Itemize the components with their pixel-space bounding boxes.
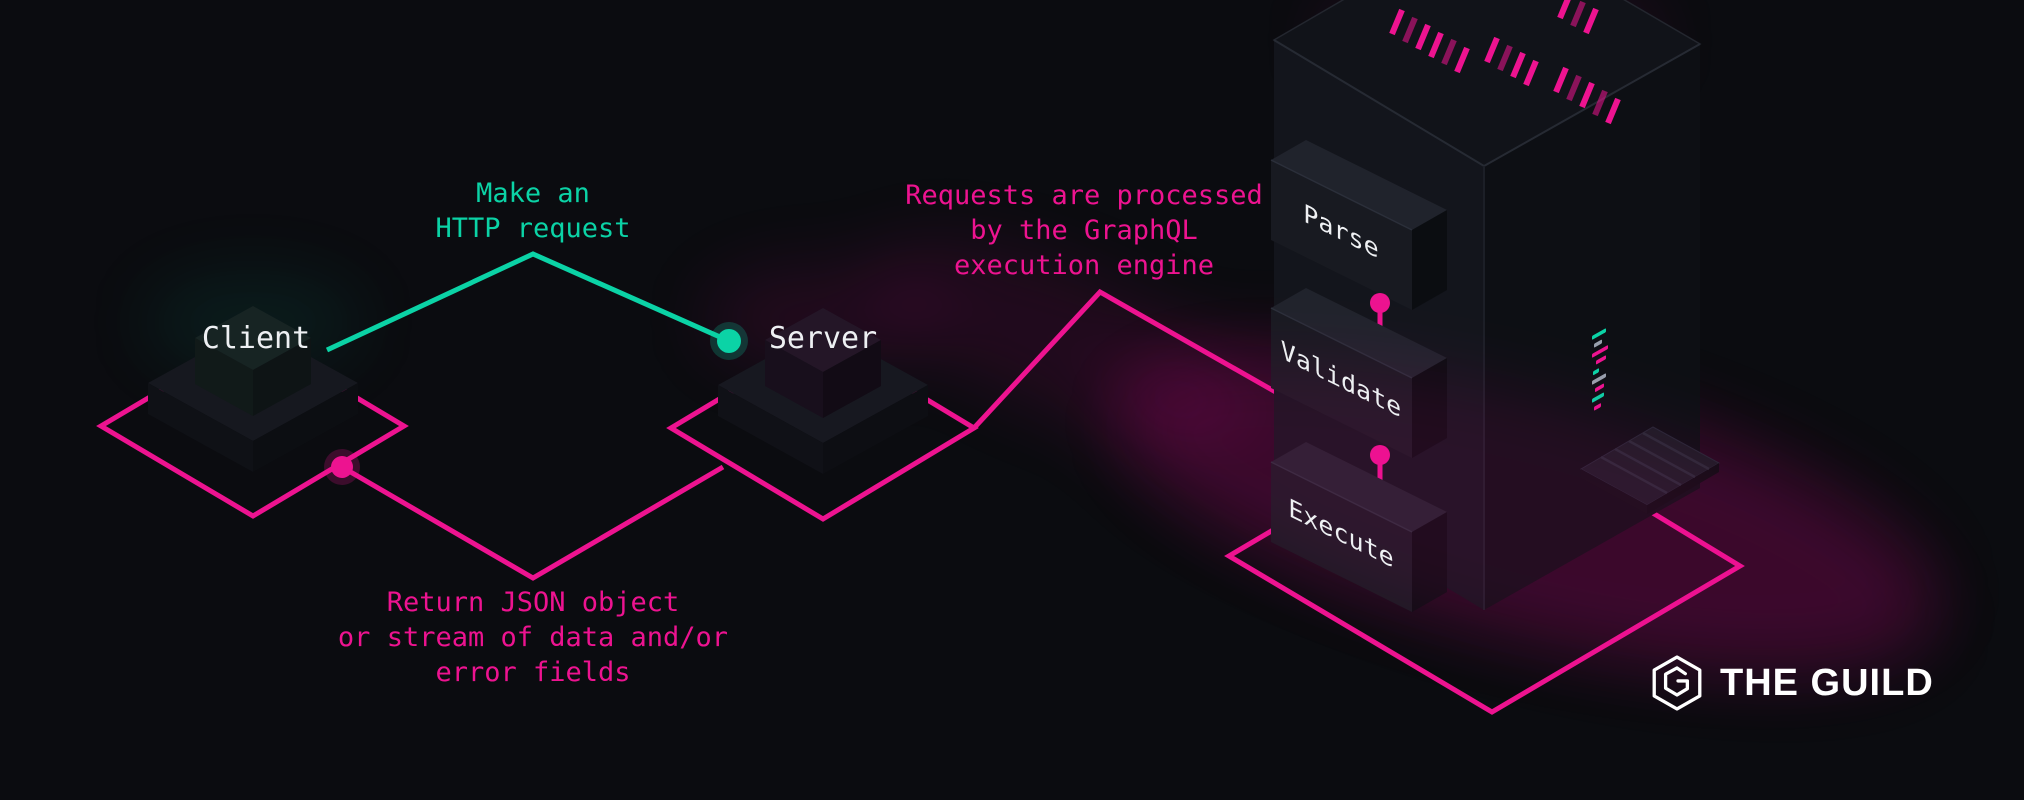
- server-platform: [718, 308, 928, 474]
- client-label: Client: [201, 321, 311, 356]
- barcode-lights: [1389, 0, 1621, 125]
- response-line: [340, 464, 725, 581]
- guild-logo-text: THE GUILD: [1720, 661, 1934, 704]
- client-cube-right: [253, 338, 311, 416]
- step-dot-1: [1370, 293, 1390, 313]
- request-line: [325, 251, 731, 353]
- engine-step-box-parse: [1270, 140, 1447, 310]
- guild-logo: THE GUILD: [1648, 654, 1934, 712]
- server-label: Server: [768, 321, 878, 356]
- client-platform: [148, 306, 358, 472]
- client-slab-right: [253, 383, 358, 472]
- guild-logo-icon: [1652, 655, 1702, 711]
- response-annotation: Return JSON object or stream of data and…: [337, 587, 729, 688]
- server-cube-left: [765, 340, 823, 418]
- server-slab-right: [823, 385, 928, 474]
- response-dot: [331, 456, 353, 478]
- foreground-glow: [1123, 361, 1937, 679]
- code-strip-decoration: [1592, 328, 1608, 411]
- server-cube-right: [823, 340, 881, 418]
- client-cube-left: [195, 338, 253, 416]
- request-annotation: Make an HTTP request: [435, 178, 631, 244]
- client-slab-left: [148, 383, 253, 472]
- server-slab-left: [718, 385, 823, 474]
- request-dot: [717, 329, 741, 353]
- processing-annotation: Requests are processed by the GraphQL ex…: [905, 180, 1263, 281]
